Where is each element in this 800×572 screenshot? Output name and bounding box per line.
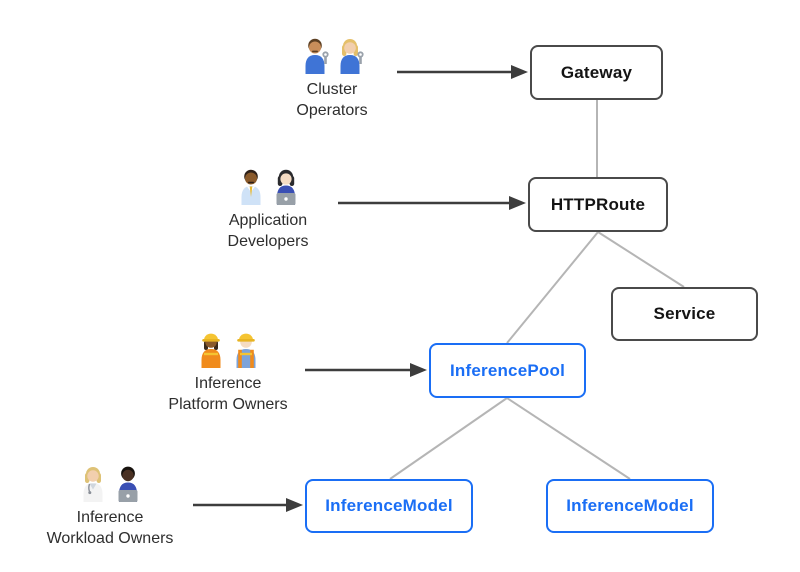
service-node: Service xyxy=(611,287,758,341)
actor-label-line1: Inference xyxy=(76,509,144,526)
edge-inferencepool-inferencemodel-left xyxy=(389,397,508,480)
woman-construction-worker-icon xyxy=(196,330,226,368)
arrow-workload-owners-inferencemodel xyxy=(193,498,303,512)
inferencepool-node-label: InferencePool xyxy=(449,360,566,380)
man-construction-worker-icon xyxy=(231,330,261,368)
actor-label-line2: Operators xyxy=(296,102,368,119)
httproute-node-label: HTTPRoute xyxy=(550,194,646,214)
inferencemodel-left-node: InferenceModel xyxy=(305,479,473,533)
man-technologist-icon xyxy=(113,464,143,502)
actor-label-line1: Application xyxy=(228,212,308,229)
inferencemodel-right-node: InferenceModel xyxy=(546,479,714,533)
actor-label-line2: Platform Owners xyxy=(168,396,288,413)
actor-cluster-operators: Cluster Operators xyxy=(247,36,417,121)
actor-label-line2: Workload Owners xyxy=(46,530,174,547)
httproute-node: HTTPRoute xyxy=(528,177,668,232)
gateway-node-label: Gateway xyxy=(560,62,633,82)
edge-httproute-service xyxy=(597,231,685,288)
edge-inferencepool-inferencemodel-right xyxy=(506,397,631,480)
actor-inference-platform-owners: Inference Platform Owners xyxy=(143,330,313,415)
actor-inference-workload-owners: Inference Workload Owners xyxy=(25,464,195,549)
inferencepool-node: InferencePool xyxy=(429,343,586,398)
actor-label-line1: Inference xyxy=(194,375,262,392)
woman-technologist-icon xyxy=(271,167,301,205)
service-node-label: Service xyxy=(653,304,716,323)
arrow-application-developers-httproute xyxy=(338,196,526,210)
woman-mechanic-icon xyxy=(335,36,365,74)
actor-application-developers: Application Developers xyxy=(183,167,353,252)
gateway-node: Gateway xyxy=(530,45,663,100)
arrow-cluster-operators-gateway xyxy=(397,65,528,79)
arrow-platform-owners-inferencepool xyxy=(305,363,427,377)
inferencemodel-right-node-label: InferenceModel xyxy=(566,496,694,515)
man-mechanic-icon xyxy=(300,36,330,74)
man-office-worker-icon xyxy=(236,167,266,205)
inferencemodel-left-node-label: InferenceModel xyxy=(325,496,453,515)
edge-httproute-inferencepool xyxy=(506,231,599,344)
actor-label-line1: Cluster xyxy=(306,81,358,98)
woman-health-worker-icon xyxy=(78,464,108,502)
actor-label-line2: Developers xyxy=(227,233,309,250)
